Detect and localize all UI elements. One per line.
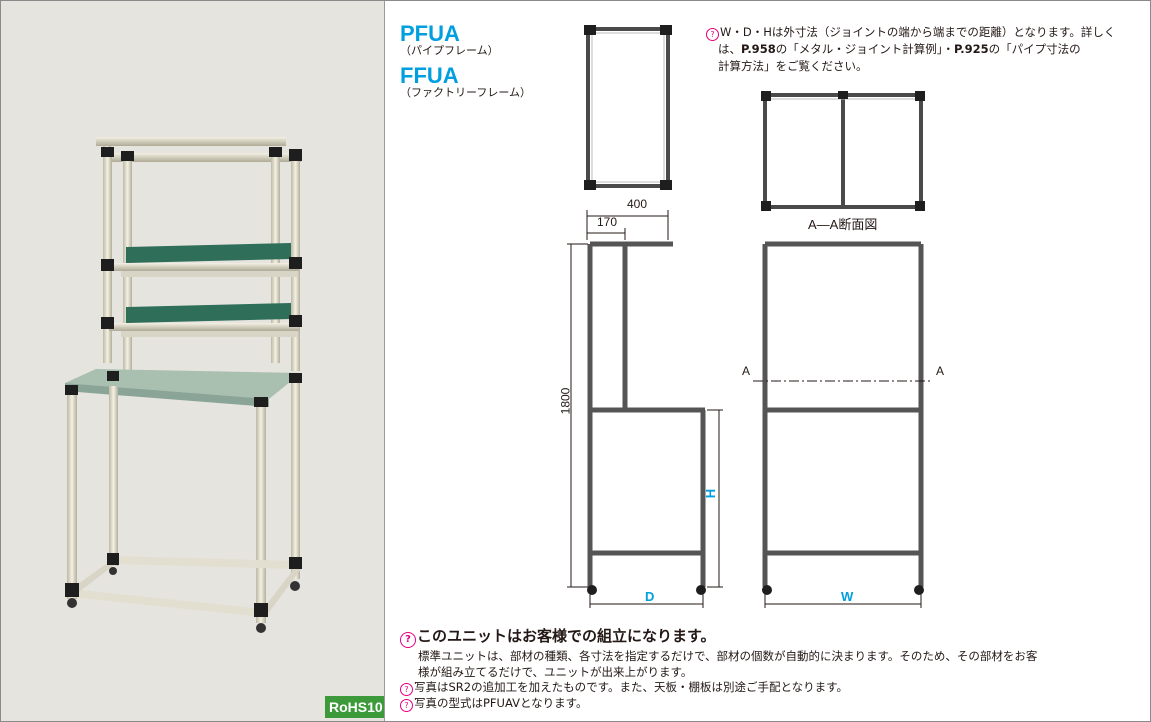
dim-w: W <box>841 589 854 604</box>
photo-note-1: ?写真はSR2の追加工を加えたものです。また、天板・棚板は別途ご手配となります。 <box>400 680 1148 696</box>
assembly-notes: ?このユニットはお客様での組立になります。 標準ユニットは、部材の種類、各寸法を… <box>400 627 1148 712</box>
technical-drawing <box>567 25 933 608</box>
photo-note-2: ?写真の型式はPFUAVとなります。 <box>400 696 1148 712</box>
dim-170: 170 <box>597 215 618 229</box>
assembly-heading-text: このユニットはお客様での組立になります。 <box>417 627 716 645</box>
product-sub-pfua: （パイプフレーム） <box>400 44 499 57</box>
page-ref-925: P.925 <box>953 42 989 56</box>
dim-d: D <box>645 589 655 604</box>
product-sub-ffua: （ファクトリーフレーム） <box>400 86 532 99</box>
rohs-badge: RoHS10 <box>325 696 384 718</box>
note-line3: 計算方法」をご覧ください。 <box>718 59 868 73</box>
hint-bulb-icon: ? <box>400 699 413 712</box>
dim-1800: 1800 <box>558 387 573 415</box>
product-name-pfua: PFUA <box>400 21 460 46</box>
note-line2-post: の「パイプ寸法の <box>988 42 1081 56</box>
page-ref-958: P.958 <box>741 42 776 56</box>
dimension-note: ?W・D・Hは外寸法（ジョイントの端から端までの距離）となります。詳しく は、P… <box>706 24 1146 75</box>
note-line1: W・D・Hは外寸法（ジョイントの端から端までの距離）となります。詳しく <box>720 25 1116 39</box>
assembly-paragraph-line2: 様が組み立てるだけで、ユニットが出来上がります。 <box>418 665 693 679</box>
hint-bulb-icon: ? <box>400 632 416 648</box>
photo-note-2-text: 写真の型式はPFUAVとなります。 <box>414 696 588 710</box>
section-label: A―A断面図 <box>808 217 878 232</box>
cut-label-right: A <box>936 364 945 378</box>
assembly-heading: ?このユニットはお客様での組立になります。 <box>400 627 1148 648</box>
note-line2-mid: の「メタル・ジョイント計算例」・ <box>775 42 954 56</box>
dim-h: H <box>703 488 719 499</box>
hint-bulb-icon: ? <box>706 28 719 41</box>
note-line2: は、P.958の「メタル・ジョイント計算例」・P.925の「パイプ寸法の <box>706 41 1146 58</box>
product-name-ffua: FFUA <box>400 63 459 88</box>
assembly-paragraph-line1: 標準ユニットは、部材の種類、各寸法を指定するだけで、部材の個数が自動的に決まりま… <box>418 649 1038 663</box>
photo-note-1-text: 写真はSR2の追加工を加えたものです。また、天板・棚板は別途ご手配となります。 <box>414 680 848 694</box>
cut-label-left: A <box>742 364 751 378</box>
hint-bulb-icon: ? <box>400 683 413 696</box>
product-photo: RoHS10 <box>1 1 385 721</box>
note-line2-pre: は、 <box>718 42 741 56</box>
dim-400: 400 <box>627 197 648 211</box>
